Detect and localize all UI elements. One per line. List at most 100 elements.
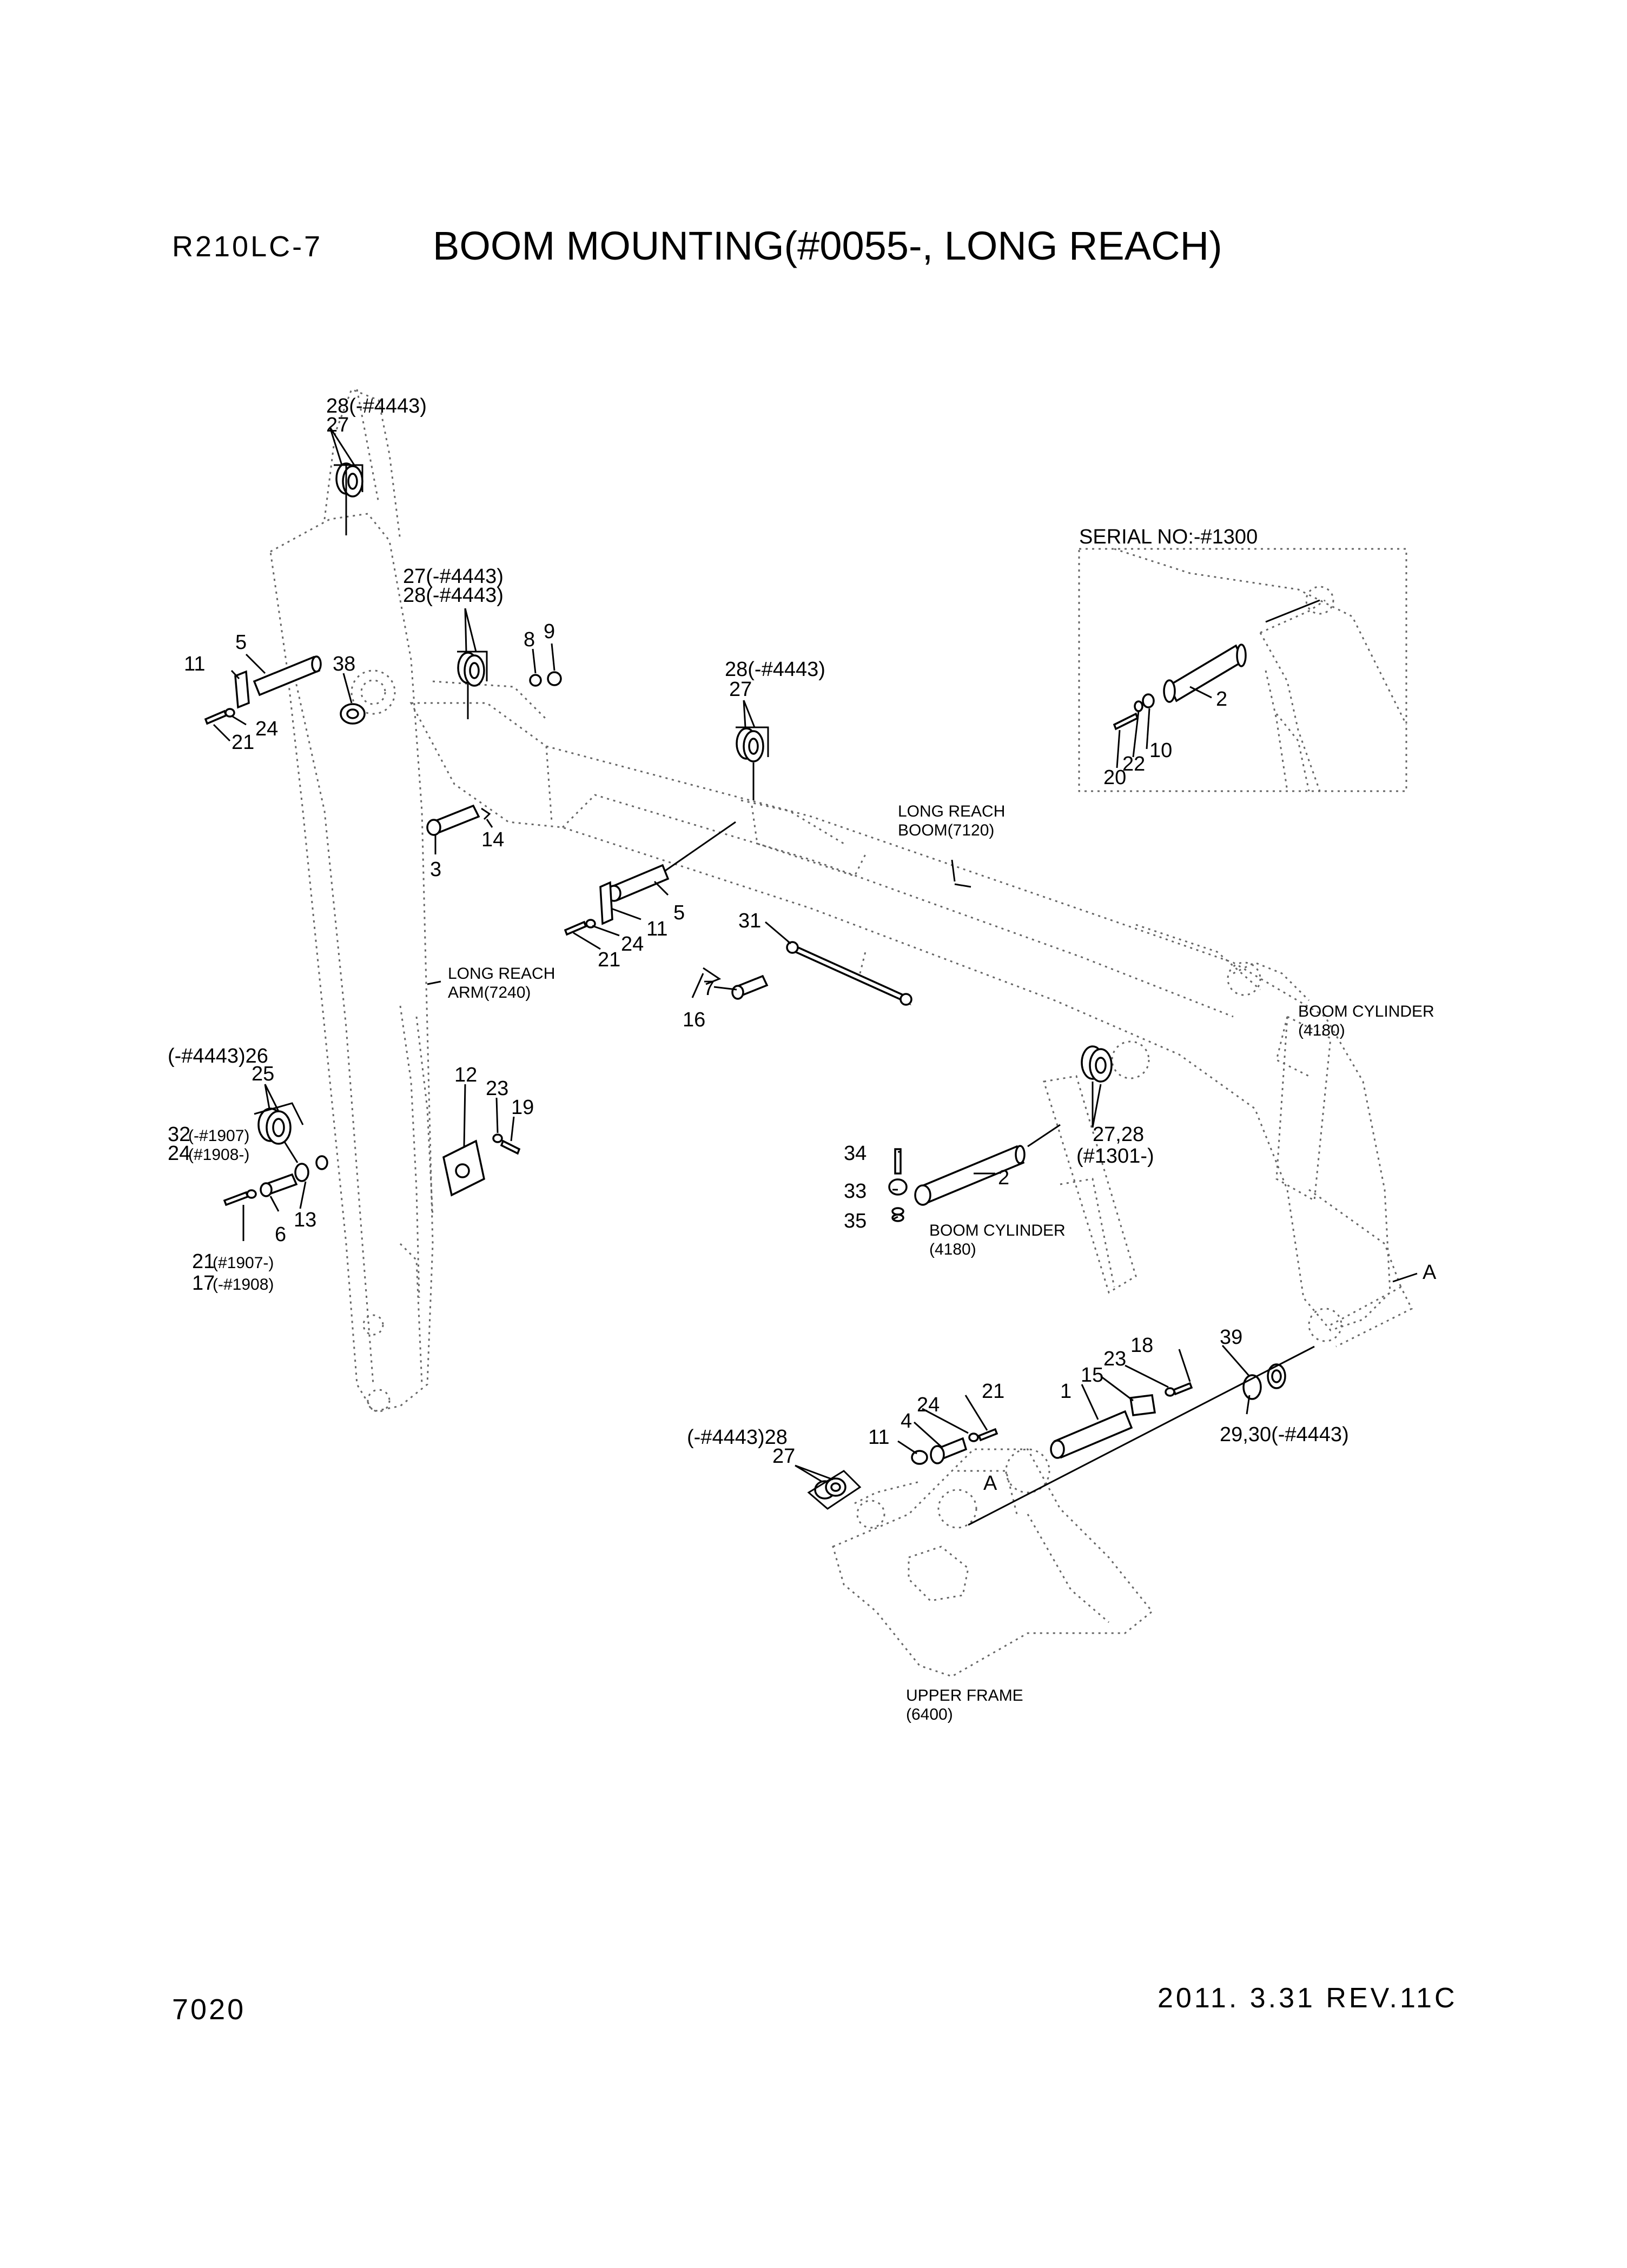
washer-group-c — [736, 726, 769, 800]
serial-inset — [1078, 548, 1407, 792]
callout-18: 18 — [1130, 1334, 1153, 1357]
callout-24-d: 24 — [917, 1394, 940, 1416]
callout-2-mid: 2 — [998, 1166, 1009, 1189]
callout-28-c: 28(-#4443) — [725, 658, 825, 681]
callout-24-a: 24 — [255, 718, 278, 740]
callout-7: 7 — [703, 977, 715, 1000]
callout-15: 15 — [1081, 1364, 1103, 1387]
frame-ref-line2: (6400) — [906, 1706, 953, 1723]
revision-date: 2011. 3.31 REV.11C — [1158, 1982, 1458, 2014]
callout-28-b: 28(-#4443) — [403, 584, 504, 607]
washer-group-top — [334, 462, 363, 535]
callout-21-b: 21 — [598, 949, 620, 971]
page-title: BOOM MOUNTING(#0055-, LONG REACH) — [433, 223, 1222, 268]
upper-frame-outline — [832, 1448, 1154, 1677]
callout-28-d: (-#4443)28 — [687, 1426, 788, 1449]
callout-32-suffix: (-#1907) — [188, 1127, 249, 1145]
callout-19: 19 — [511, 1096, 534, 1119]
callout-17-c-suffix: (-#1908) — [213, 1276, 274, 1294]
callout-23-b: 23 — [1103, 1348, 1126, 1370]
callout-labels: 28(-#4443) 27 27(-#4443) 28(-#4443) 8 9 … — [168, 395, 1437, 1495]
page-number: 7020 — [172, 1993, 246, 2026]
reference-labels: SERIAL NO:-#1300 LONG REACH BOOM(7120) L… — [448, 526, 1434, 1723]
callout-27-28: 27,28 — [1093, 1123, 1144, 1146]
callout-33: 33 — [844, 1180, 867, 1203]
callout-24-c: 24 — [168, 1142, 190, 1165]
cylinder-ref-mid-line2: (4180) — [929, 1241, 976, 1258]
boom-cylinder-outlines — [1043, 1015, 1332, 1294]
callout-20: 20 — [1103, 766, 1126, 789]
boom-outline — [409, 680, 1413, 1348]
callout-34: 34 — [844, 1142, 867, 1165]
callout-31: 31 — [738, 910, 761, 932]
arm-outline — [269, 388, 434, 1412]
callout-38: 38 — [333, 653, 355, 675]
boom-ref-line2: BOOM(7120) — [898, 821, 994, 839]
frame-ref-line1: UPPER FRAME — [906, 1687, 1023, 1705]
model-number: R210LC-7 — [172, 230, 323, 263]
leader-lines — [213, 427, 1418, 1483]
part-pin-5-upper — [204, 655, 366, 725]
callout-A-right: A — [1423, 1261, 1437, 1284]
callout-27-top: 27 — [326, 414, 349, 436]
boom-ref-line1: LONG REACH — [898, 803, 1005, 820]
callout-25: 25 — [252, 1063, 274, 1085]
part-pin-2-mid — [888, 1045, 1113, 1222]
callout-35: 35 — [844, 1210, 867, 1232]
callout-21-c-suffix: (#1907-) — [213, 1254, 274, 1272]
part-link-31 — [786, 941, 912, 1006]
arm-ref-line1: LONG REACH — [448, 965, 555, 983]
callout-5-a: 5 — [235, 631, 247, 654]
callout-32: 32 — [168, 1123, 190, 1146]
callout-13: 13 — [294, 1209, 316, 1231]
washer-group-d — [807, 1470, 862, 1510]
callout-3: 3 — [430, 858, 441, 881]
callout-23-a: 23 — [486, 1077, 508, 1100]
callout-21-a: 21 — [232, 731, 254, 754]
part-pin-1 — [968, 1345, 1315, 1526]
serial-no-label: SERIAL NO:-#1300 — [1079, 526, 1258, 548]
callout-21-d: 21 — [982, 1380, 1004, 1403]
callout-1301: (#1301-) — [1076, 1145, 1154, 1168]
arm-ref-line2: ARM(7240) — [448, 984, 531, 1002]
part-pin-5-mid — [564, 821, 736, 936]
part-pin-3 — [426, 804, 491, 836]
callout-21-c: 21 — [192, 1250, 215, 1273]
callout-8: 8 — [524, 628, 535, 651]
cylinder-ref-mid-line1: BOOM CYLINDER — [929, 1222, 1066, 1239]
callout-16: 16 — [683, 1009, 705, 1031]
callout-28-top: 28(-#4443) — [326, 395, 427, 417]
cylinder-ref-right-line2: (4180) — [1298, 1022, 1345, 1039]
callout-26: (-#4443)26 — [168, 1045, 268, 1067]
callout-27-d: 27 — [772, 1445, 795, 1468]
callout-24-c-suffix: (#1908-) — [188, 1146, 249, 1164]
callout-10: 10 — [1149, 739, 1172, 762]
callout-9: 9 — [544, 620, 555, 643]
part-pin-7 — [703, 967, 769, 1000]
callout-29-30: 29,30(-#4443) — [1220, 1423, 1349, 1446]
cylinder-ref-right-line1: BOOM CYLINDER — [1298, 1003, 1434, 1020]
callout-11-a: 11 — [184, 653, 205, 675]
part-bushing-4 — [911, 1428, 998, 1465]
callout-24-b: 24 — [621, 933, 644, 956]
callout-4: 4 — [901, 1410, 912, 1433]
part-left-bushing — [223, 1102, 328, 1206]
callout-1: 1 — [1060, 1380, 1072, 1403]
callout-5-b: 5 — [673, 901, 685, 924]
callout-11-d: 11 — [868, 1426, 889, 1449]
callout-11-b: 11 — [646, 918, 667, 940]
callout-12: 12 — [454, 1064, 477, 1086]
callout-2-serial: 2 — [1216, 688, 1227, 711]
callout-27-b: 27(-#4443) — [403, 565, 504, 588]
callout-27-c: 27 — [729, 678, 752, 701]
part-plate-12 — [442, 1133, 521, 1197]
callout-39: 39 — [1220, 1326, 1242, 1349]
callout-17-c: 17 — [192, 1272, 215, 1295]
washer-group-b — [457, 651, 562, 719]
callout-22: 22 — [1122, 753, 1145, 775]
callout-A-frame: A — [983, 1472, 997, 1495]
callout-14: 14 — [481, 828, 504, 851]
callout-6: 6 — [275, 1223, 286, 1246]
